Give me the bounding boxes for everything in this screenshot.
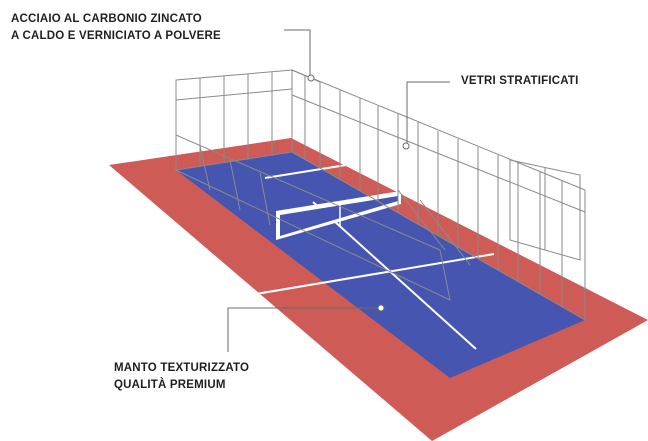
label-turf-line1: MANTO TEXTURIZZATO [114,362,250,374]
callout-glass-line [406,81,450,144]
callout-steel-dot [307,74,315,82]
net [275,191,402,240]
callout-steel-line [284,29,311,76]
court-lines [231,161,495,350]
label-turf-line2: QUALITÀ PREMIUM [114,379,226,391]
label-steel-line1: ACCIAIO AL CARBONIO ZINCATO [11,13,202,25]
callout-glass-dot [402,142,410,150]
callouts [227,29,450,352]
callout-turf-dot [377,304,385,312]
playing-surface [176,152,585,378]
label-steel: ACCIAIO AL CARBONIO ZINCATO A CALDO E VE… [11,11,221,45]
steel-frame [175,69,586,321]
label-glass-line1: VETRI STRATIFICATI [461,75,579,87]
label-turf: MANTO TEXTURIZZATO QUALITÀ PREMIUM [114,360,249,394]
label-glass: VETRI STRATIFICATI [461,73,579,90]
callout-turf-line [227,307,379,352]
label-steel-line2: A CALDO E VERNICIATO A POLVERE [11,30,221,42]
